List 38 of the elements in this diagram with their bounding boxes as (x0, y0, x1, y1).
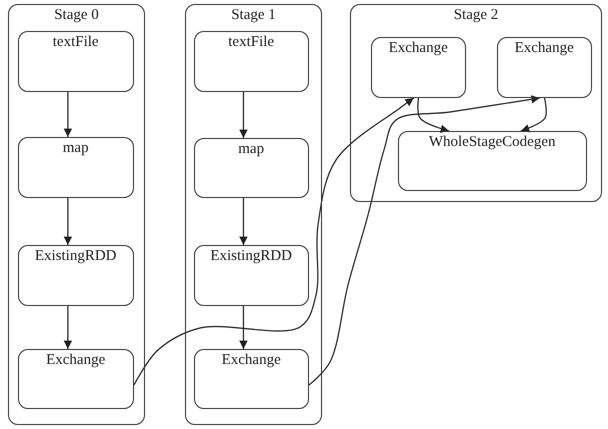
operator-box (370, 36, 466, 98)
operator-box (18, 136, 134, 198)
operator-label: Exchange (222, 350, 281, 369)
stage-panel (185, 4, 322, 425)
arrow (239, 198, 248, 245)
arrow (133, 98, 414, 386)
operator-label: map (238, 140, 264, 158)
operator-label: textFile (228, 32, 274, 51)
operator-box (398, 130, 587, 191)
stage-panel (350, 4, 602, 202)
operator-label: textFile (52, 32, 99, 51)
arrow (64, 198, 72, 245)
stage-title: Stage 1 (231, 6, 276, 24)
arrow (239, 92, 248, 138)
operator-label: ExistingRDD (34, 246, 117, 265)
operator-label: WholeStageCodegen (428, 132, 556, 151)
operator-label: Exchange (46, 350, 106, 369)
arrow (239, 306, 248, 349)
operator-box (194, 244, 309, 306)
arrow (64, 306, 72, 349)
operator-label: Exchange (388, 38, 448, 57)
stage-title: Stage 0 (54, 6, 99, 24)
arrow (64, 92, 72, 137)
arrow (308, 95, 540, 386)
arrow (520, 98, 547, 132)
operator-box (194, 138, 309, 198)
operator-box (194, 30, 309, 92)
arrow (417, 98, 450, 133)
operator-box (18, 30, 134, 92)
operator-box (18, 348, 134, 409)
stage-title: Stage 2 (454, 6, 498, 24)
operator-box (194, 348, 309, 409)
stage-panel (8, 4, 145, 425)
operator-label: Exchange (514, 38, 574, 57)
operator-label: map (62, 138, 89, 157)
operator-box (18, 244, 134, 306)
operator-box (496, 36, 592, 98)
operator-label: ExistingRDD (210, 246, 292, 265)
